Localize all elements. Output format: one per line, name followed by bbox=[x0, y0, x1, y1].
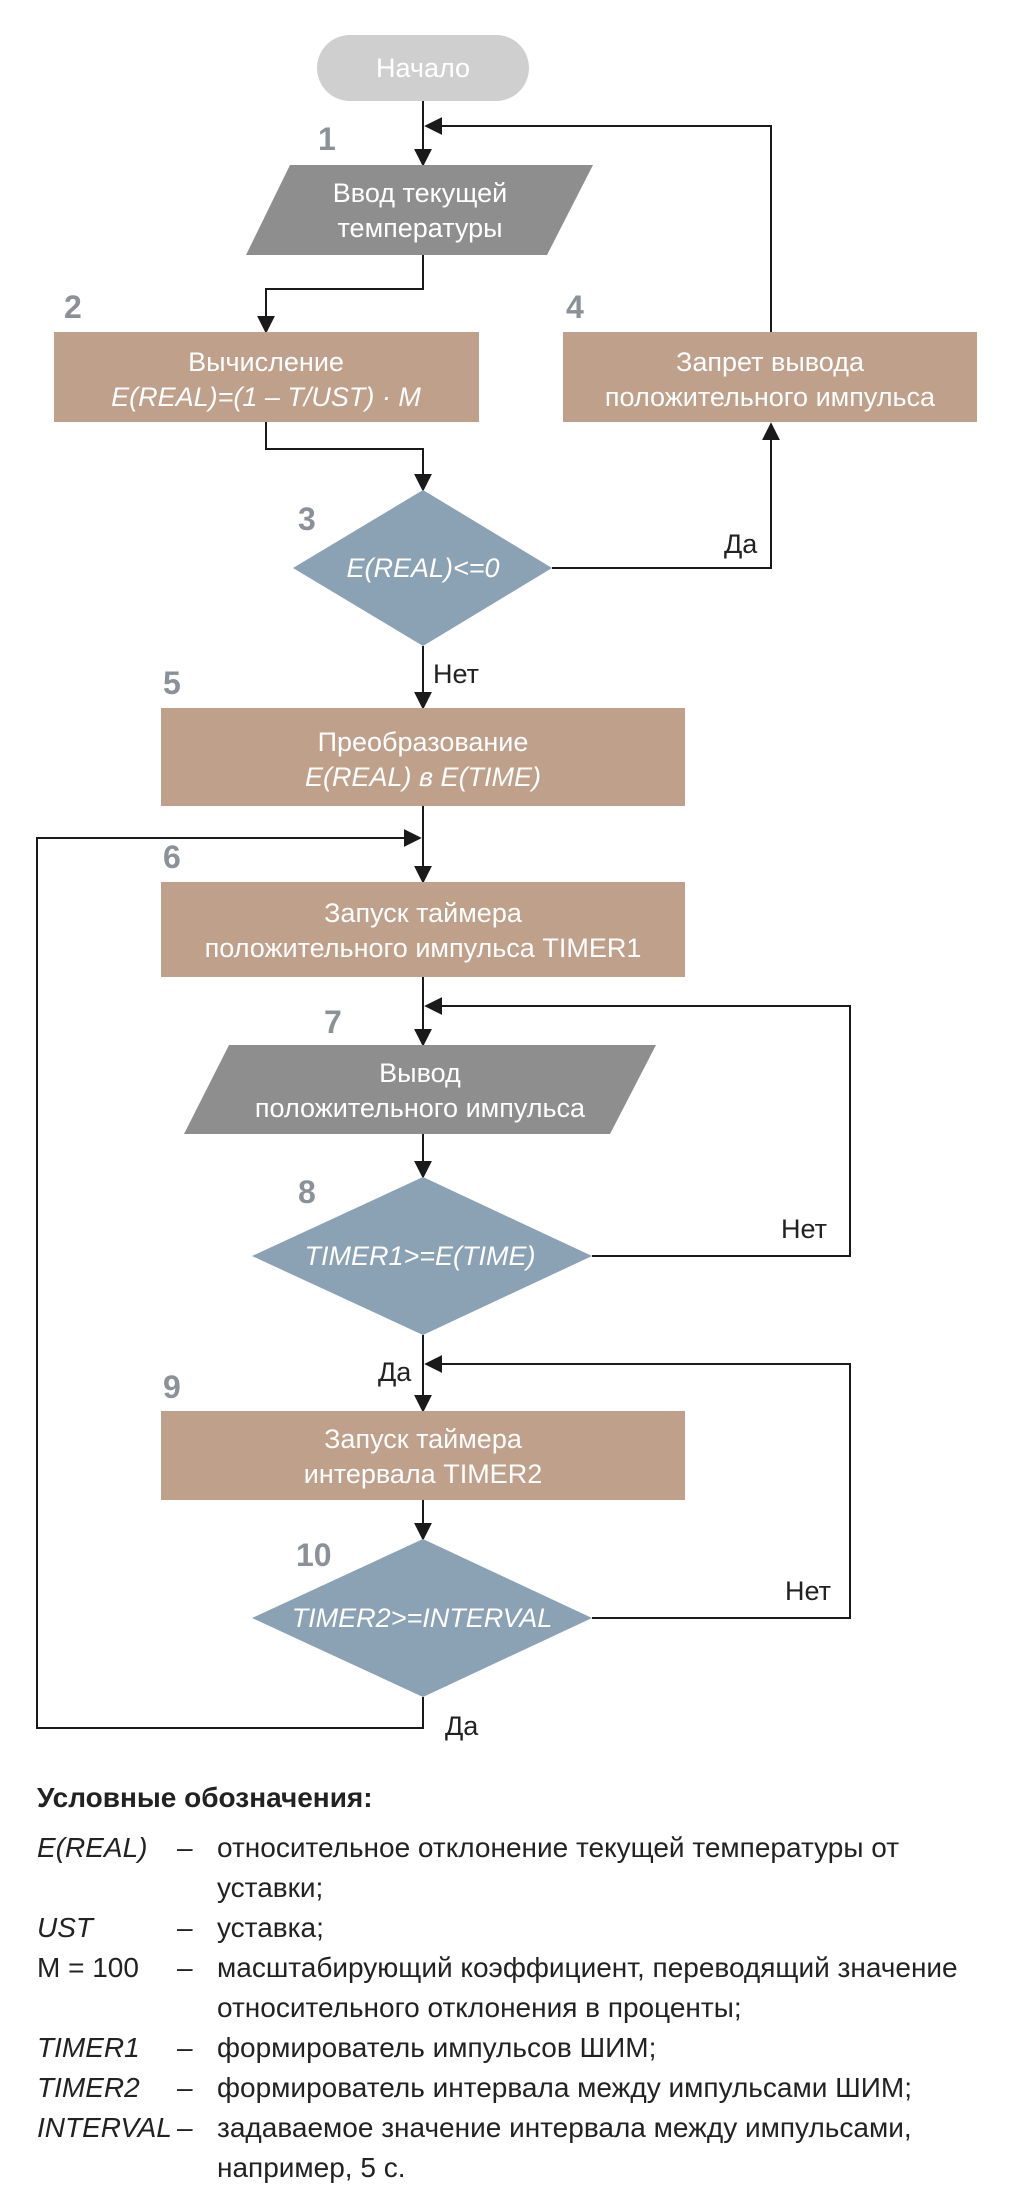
legend-desc: формирователь импульсов ШИМ; bbox=[217, 2032, 657, 2063]
edge-2-to-3 bbox=[265, 422, 432, 492]
start-timer2-line2: интервала TIMER2 bbox=[304, 1459, 542, 1489]
edge-8-no-loop bbox=[424, 997, 851, 1257]
legend-dash: – bbox=[177, 1832, 193, 1863]
edge-label-3-yes: Да bbox=[724, 529, 758, 559]
step-number-1: 1 bbox=[318, 121, 336, 157]
edge-3-yes-to-4 bbox=[552, 422, 780, 569]
edge-label-10-no: Нет bbox=[785, 1576, 831, 1606]
step-number-4: 4 bbox=[566, 289, 584, 325]
flowchart: Начало 1 Ввод текущей температуры 2 Вычи… bbox=[36, 35, 977, 1741]
start-timer1-line1: Запуск таймера bbox=[324, 898, 523, 928]
legend-term: TIMER2 bbox=[37, 2072, 140, 2103]
legend-term: INTERVAL bbox=[37, 2112, 172, 2143]
step-number-6: 6 bbox=[163, 839, 181, 875]
output-pulse-line2: положительного импульса bbox=[255, 1093, 586, 1123]
decision-real-le-zero-label: E(REAL)<=0 bbox=[346, 553, 499, 583]
decision-timer2-label: TIMER2>=INTERVAL bbox=[292, 1603, 553, 1633]
edge-label-3-no: Нет bbox=[433, 659, 479, 689]
decision-timer1-label: TIMER1>=E(TIME) bbox=[304, 1241, 535, 1271]
legend-row-ust: UST – уставка; bbox=[37, 1908, 1012, 1948]
legend-dash: – bbox=[177, 2112, 193, 2143]
legend: Условные обозначения: E(REAL) – относите… bbox=[37, 1782, 1012, 2188]
edge-label-8-no: Нет bbox=[781, 1214, 827, 1244]
step-number-2: 2 bbox=[64, 289, 82, 325]
output-pulse-line1: Вывод bbox=[379, 1058, 461, 1088]
prohibit-positive-pulse: Запрет вывода положительного импульса bbox=[563, 332, 977, 422]
step-number-9: 9 bbox=[163, 1369, 181, 1405]
legend-title: Условные обозначения: bbox=[37, 1782, 373, 1813]
edge-label-10-yes: Да bbox=[445, 1711, 479, 1741]
step-number-7: 7 bbox=[324, 1004, 342, 1040]
input-temperature-line2: температуры bbox=[337, 213, 502, 243]
compute-real-line2: E(REAL)=(1 – T/UST) · M bbox=[111, 382, 421, 412]
legend-term: M = 100 bbox=[37, 1952, 139, 1983]
legend-row-interval: INTERVAL – задаваемое значение интервала… bbox=[37, 2108, 1012, 2188]
compute-real-line1: Вычисление bbox=[188, 347, 344, 377]
legend-desc: уставка; bbox=[217, 1912, 324, 1943]
legend-term: E(REAL) bbox=[37, 1832, 148, 1863]
decision-timer2: TIMER2>=INTERVAL bbox=[252, 1539, 592, 1697]
legend-desc: относительное отклонение текущей темпера… bbox=[217, 1832, 900, 1903]
input-temperature: Ввод текущей температуры bbox=[246, 165, 593, 255]
legend-row-timer2: TIMER2 – формирователь интервала между и… bbox=[37, 2068, 1012, 2108]
legend-row-m: M = 100 – масштабирующий коэффициент, пе… bbox=[37, 1948, 1012, 2028]
prohibit-line2: положительного импульса bbox=[605, 382, 936, 412]
edge-1-to-2 bbox=[257, 255, 424, 334]
start-timer1-line2: положительного импульса TIMER1 bbox=[205, 933, 642, 963]
decision-real-le-zero: E(REAL)<=0 bbox=[293, 490, 552, 646]
start-timer2-line1: Запуск таймера bbox=[324, 1424, 523, 1454]
step-number-5: 5 bbox=[163, 665, 181, 701]
step-number-3: 3 bbox=[298, 501, 316, 537]
input-temperature-line1: Ввод текущей bbox=[333, 178, 507, 208]
legend-dash: – bbox=[177, 2032, 193, 2063]
legend-dash: – bbox=[177, 1952, 193, 1983]
legend-term: TIMER1 bbox=[37, 2032, 140, 2063]
step-number-10: 10 bbox=[296, 1537, 332, 1573]
legend-dash: – bbox=[177, 1912, 193, 1943]
start-label: Начало bbox=[376, 53, 470, 83]
decision-timer1: TIMER1>=E(TIME) bbox=[252, 1177, 592, 1335]
legend-desc: задаваемое значение интервала между импу… bbox=[217, 2112, 912, 2183]
edge-10-yes-loop bbox=[36, 829, 424, 1729]
convert-real-to-time: Преобразование E(REAL) в E(TIME) bbox=[161, 708, 685, 806]
convert-line2: E(REAL) в E(TIME) bbox=[305, 762, 541, 792]
start-timer2: Запуск таймера интервала TIMER2 bbox=[161, 1411, 685, 1500]
output-positive-pulse: Вывод положительного импульса bbox=[184, 1045, 656, 1134]
legend-term: UST bbox=[37, 1912, 93, 1943]
legend-row-real: E(REAL) – относительное отклонение текущ… bbox=[37, 1828, 1012, 1908]
convert-line1: Преобразование bbox=[318, 727, 529, 757]
legend-row-timer1: TIMER1 – формирователь импульсов ШИМ; bbox=[37, 2028, 1012, 2068]
compute-real: Вычисление E(REAL)=(1 – T/UST) · M bbox=[54, 332, 479, 422]
legend-desc: масштабирующий коэффициент, переводящий … bbox=[217, 1952, 958, 2023]
start-terminal: Начало bbox=[317, 35, 529, 101]
edge-label-8-yes: Да bbox=[378, 1357, 412, 1387]
prohibit-line1: Запрет вывода bbox=[676, 347, 865, 377]
start-timer1: Запуск таймера положительного импульса T… bbox=[161, 882, 685, 977]
step-number-8: 8 bbox=[298, 1174, 316, 1210]
connectors bbox=[36, 101, 851, 1729]
legend-desc: формирователь интервала между импульсами… bbox=[217, 2072, 913, 2103]
edge-10-no-loop bbox=[424, 1355, 851, 1619]
legend-dash: – bbox=[177, 2072, 193, 2103]
edge-4-to-1 bbox=[424, 117, 772, 332]
